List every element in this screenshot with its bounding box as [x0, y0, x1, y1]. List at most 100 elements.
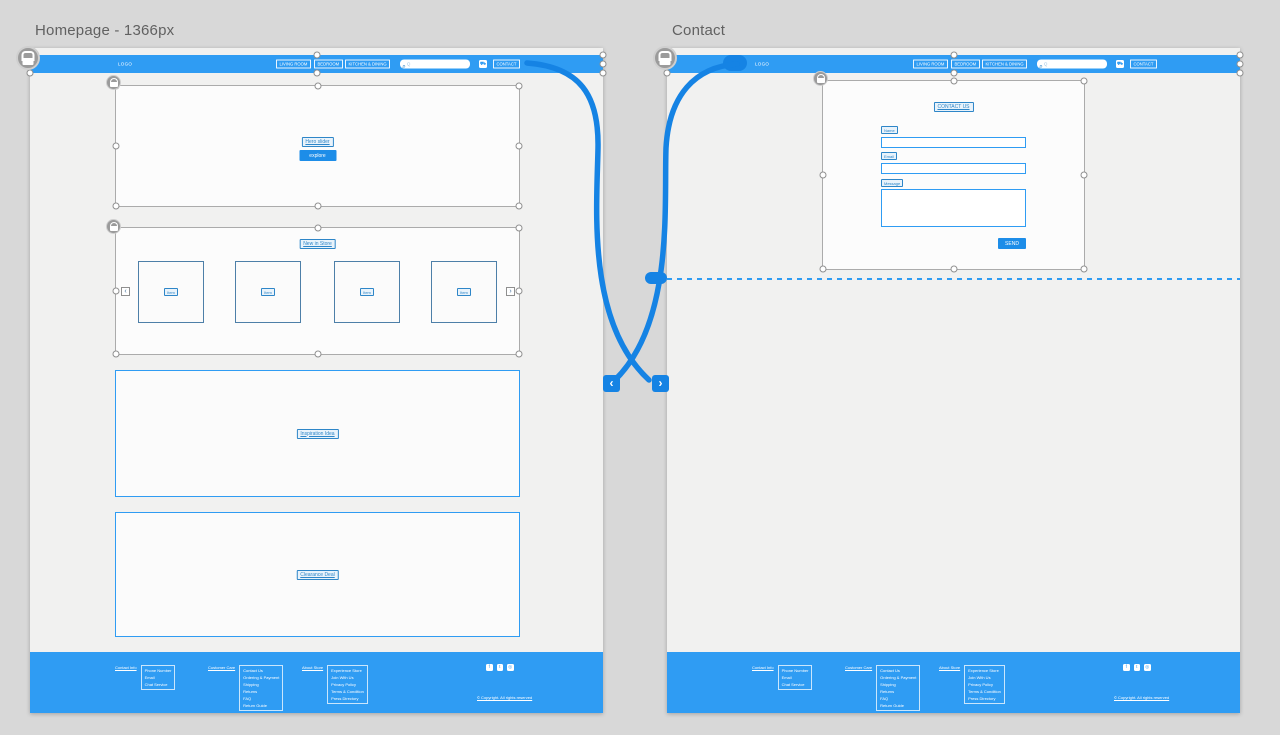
- footer-link[interactable]: Experience Store: [331, 668, 362, 673]
- facebook-icon[interactable]: f: [486, 664, 493, 671]
- nav-contact[interactable]: CONTACT: [1130, 59, 1157, 69]
- footer-link[interactable]: FAQ: [880, 696, 889, 701]
- resize-handle[interactable]: [515, 202, 523, 210]
- footer-link[interactable]: Returns: [880, 689, 895, 694]
- connector-forward-handle[interactable]: ›: [652, 375, 669, 392]
- footer-link[interactable]: FAQ: [243, 696, 252, 701]
- search-box[interactable]: [1037, 59, 1107, 69]
- footer-link[interactable]: Press Directory: [968, 696, 996, 701]
- resize-handle[interactable]: [1080, 265, 1088, 273]
- resize-handle[interactable]: [515, 224, 523, 232]
- footer-link[interactable]: Contact Us: [243, 668, 263, 673]
- resize-handle[interactable]: [599, 51, 607, 59]
- footer-link[interactable]: Chat Service: [781, 682, 805, 687]
- item-card[interactable]: Item: [138, 261, 204, 323]
- new-in-store-title[interactable]: New in Store: [299, 239, 336, 249]
- new-in-store-section[interactable]: New in Store Item Item Item Item ‹ ›: [112, 224, 523, 358]
- nav-kitchen-dining[interactable]: KITCHEN & DINING: [982, 59, 1028, 69]
- item-card[interactable]: Item: [334, 261, 400, 323]
- footer-link[interactable]: Terms & Condition: [968, 689, 1001, 694]
- item-card[interactable]: Item: [235, 261, 301, 323]
- resize-handle[interactable]: [112, 142, 120, 150]
- instagram-icon[interactable]: ◎: [1144, 664, 1151, 671]
- resize-handle[interactable]: [663, 69, 671, 77]
- footer-link[interactable]: Experience Store: [968, 668, 999, 673]
- artboard-title-homepage[interactable]: Homepage - 1366px: [35, 22, 175, 39]
- twitter-icon[interactable]: t: [496, 664, 503, 671]
- twitter-icon[interactable]: t: [1133, 664, 1140, 671]
- search-box[interactable]: [400, 59, 470, 69]
- resize-handle[interactable]: [1236, 51, 1244, 59]
- lock-icon[interactable]: [653, 46, 677, 70]
- resize-handle[interactable]: [515, 142, 523, 150]
- resize-handle[interactable]: [112, 287, 120, 295]
- resize-handle[interactable]: [313, 51, 320, 59]
- nav-living-room[interactable]: LIVING ROOM: [276, 59, 311, 69]
- resize-handle[interactable]: [950, 51, 957, 59]
- resize-handle[interactable]: [314, 202, 321, 210]
- footer-link[interactable]: Shipping: [880, 682, 896, 687]
- facebook-icon[interactable]: f: [1123, 664, 1130, 671]
- resize-handle[interactable]: [313, 69, 320, 77]
- carousel-prev-button[interactable]: ‹: [121, 287, 130, 296]
- resize-handle[interactable]: [819, 265, 827, 273]
- resize-handle[interactable]: [314, 224, 321, 232]
- lock-icon[interactable]: [106, 219, 121, 234]
- hero-label[interactable]: Hero slider: [301, 137, 334, 147]
- carousel-next-button[interactable]: ›: [506, 287, 515, 296]
- header-selection[interactable]: LOGO LIVING ROOM BEDROOM KITCHEN & DININ…: [663, 51, 1244, 77]
- clearance-label[interactable]: Clearance Deal: [296, 569, 339, 580]
- nav-bedroom[interactable]: BEDROOM: [314, 59, 343, 69]
- resize-handle[interactable]: [515, 82, 523, 90]
- contact-form-title[interactable]: CONTACT US: [933, 102, 974, 112]
- email-input[interactable]: [881, 163, 1026, 174]
- resize-handle[interactable]: [314, 82, 321, 90]
- lock-icon[interactable]: [16, 46, 40, 70]
- wire-plug[interactable]: [723, 55, 747, 71]
- instagram-icon[interactable]: ◎: [507, 664, 514, 671]
- resize-handle[interactable]: [515, 350, 523, 358]
- resize-handle[interactable]: [314, 350, 321, 358]
- resize-handle[interactable]: [112, 350, 120, 358]
- logo[interactable]: LOGO: [755, 61, 770, 67]
- scroll-anchor-pill[interactable]: [645, 272, 667, 284]
- footer-link[interactable]: Chat Service: [144, 682, 168, 687]
- nav-living-room[interactable]: LIVING ROOM: [913, 59, 948, 69]
- artboard-homepage[interactable]: LOGO LIVING ROOM BEDROOM KITCHEN & DININ…: [26, 48, 607, 713]
- resize-handle[interactable]: [515, 287, 523, 295]
- resize-handle[interactable]: [599, 60, 607, 68]
- item-card[interactable]: Item: [431, 261, 497, 323]
- resize-handle[interactable]: [950, 77, 957, 85]
- footer-link[interactable]: Return Guide: [243, 703, 267, 708]
- resize-handle[interactable]: [599, 69, 607, 77]
- cart-icon[interactable]: [479, 60, 487, 68]
- resize-handle[interactable]: [950, 69, 957, 77]
- contact-form-section[interactable]: CONTACT US Name Email Message SEND: [819, 77, 1088, 273]
- footer-link[interactable]: Return Guide: [880, 703, 904, 708]
- footer-link[interactable]: Privacy Policy: [331, 682, 357, 687]
- footer-link[interactable]: Shipping: [243, 682, 259, 687]
- resize-handle[interactable]: [1080, 171, 1088, 179]
- footer-link[interactable]: Join With Us: [331, 675, 354, 680]
- inspiration-section[interactable]: Inspiration Idea: [115, 370, 520, 497]
- name-input[interactable]: [881, 137, 1026, 148]
- resize-handle[interactable]: [1080, 77, 1088, 85]
- footer-link[interactable]: Returns: [243, 689, 258, 694]
- footer-link[interactable]: Privacy Policy: [968, 682, 994, 687]
- footer-link[interactable]: Phone Number: [144, 668, 172, 673]
- resize-handle[interactable]: [950, 265, 957, 273]
- explore-button[interactable]: explore: [299, 150, 336, 161]
- footer-link[interactable]: Press Directory: [331, 696, 359, 701]
- message-textarea[interactable]: [881, 189, 1026, 227]
- logo[interactable]: LOGO: [118, 61, 133, 67]
- lock-icon[interactable]: [813, 71, 828, 86]
- connector-back-handle[interactable]: ‹: [603, 375, 620, 392]
- hero-section[interactable]: Hero slider explore: [112, 82, 523, 210]
- send-button[interactable]: SEND: [998, 238, 1026, 249]
- resize-handle[interactable]: [1236, 69, 1244, 77]
- resize-handle[interactable]: [112, 202, 120, 210]
- footer-link[interactable]: Email: [781, 675, 792, 680]
- resize-handle[interactable]: [26, 69, 34, 77]
- footer-link[interactable]: Contact Us: [880, 668, 900, 673]
- footer-link[interactable]: Email: [144, 675, 155, 680]
